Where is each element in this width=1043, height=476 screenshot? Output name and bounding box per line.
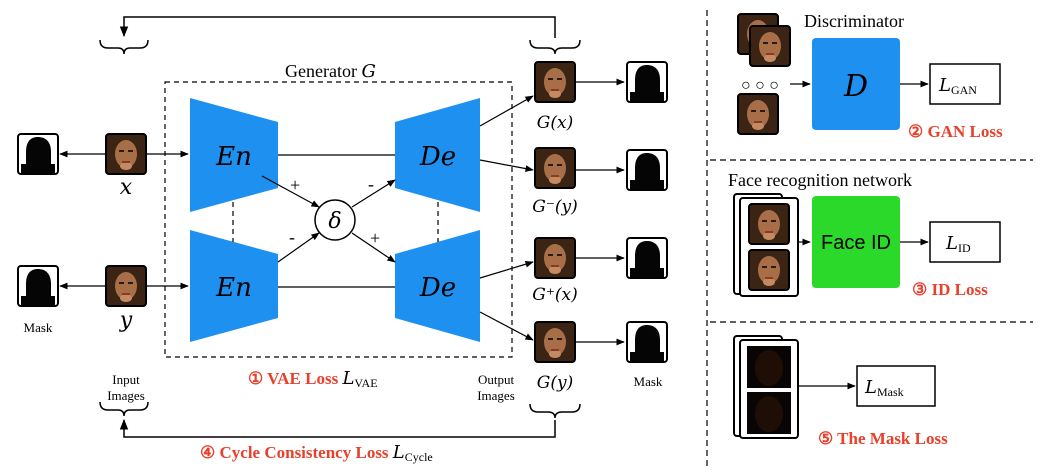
cycle-arrow [119, 418, 556, 438]
output-mask-gmy [626, 149, 668, 191]
delta-node: δ [314, 199, 356, 241]
output-image-gpx [534, 237, 576, 279]
decoder-output-arrows [479, 95, 534, 341]
discriminator-title: Discriminator [804, 11, 904, 31]
output-mask-gx [626, 61, 668, 103]
svg-text:En: En [215, 273, 252, 303]
input-mask-label: Mask [24, 320, 53, 335]
top-feedback-arrow [99, 16, 581, 55]
output-gy-label: G(y) [537, 373, 573, 393]
id-loss-box [929, 221, 1001, 263]
discriminator-box [812, 38, 900, 130]
disc-sample-2 [749, 25, 791, 67]
gan-loss-box [929, 63, 1001, 105]
input-mask-x [17, 133, 59, 175]
input-top-brace [99, 39, 149, 55]
output-mask-gy [626, 321, 668, 363]
output-image-gmy [534, 147, 576, 189]
plus-sign-bottom: + [370, 228, 380, 248]
output-image-gy [534, 321, 576, 363]
disc-sample-3 [737, 93, 779, 135]
output-gpx-label: G⁺(x) [532, 285, 577, 305]
svg-text:De: De [419, 142, 456, 172]
id-loss-label: ③ ID Loss [912, 280, 988, 299]
svg-text:En: En [215, 142, 252, 172]
generator-box [164, 81, 513, 358]
mask-sample-1-face [755, 350, 783, 386]
decoder-bottom: De [395, 230, 480, 342]
input-image-y [105, 265, 147, 307]
mask-loss-label: ⑤ The Mask Loss [818, 429, 948, 448]
input-images-label-line2: Images [107, 388, 145, 403]
svg-text:De: De [419, 273, 456, 303]
encoder-top: En [190, 98, 278, 212]
output-images-label-line1: Output [478, 372, 515, 387]
output-image-gx [534, 61, 576, 103]
id-sample-1 [748, 203, 790, 245]
input-bottom-brace [99, 401, 149, 417]
output-images-label-line2: Images [477, 388, 515, 403]
output-top-brace [529, 39, 581, 55]
input-image-x [105, 133, 147, 175]
vae-loss-label: ① VAE Loss LVAE [248, 368, 378, 390]
id-loss-box-label: LID [945, 233, 971, 255]
output-mask-arrows [576, 78, 625, 346]
minus-sign-top: - [368, 174, 374, 194]
disc-sample-dots: ○ ○ ○ [741, 77, 779, 94]
input-y-label: y [119, 308, 133, 333]
output-mask-gpx [626, 237, 668, 279]
id-sample-2 [748, 249, 790, 291]
output-mask-label: Mask [634, 374, 663, 389]
decoder-top: De [395, 98, 480, 212]
output-bottom-brace [529, 403, 581, 419]
face-recognition-title: Face recognition network [728, 170, 912, 190]
mask-loss-box-label: LMask [864, 377, 904, 399]
output-gmy-label: G⁻(y) [532, 197, 577, 217]
discriminator-box-label: D [843, 69, 868, 104]
svg-text:δ: δ [328, 209, 341, 234]
face-id-box [812, 196, 900, 288]
encoder-bottom: En [190, 230, 278, 342]
minus-sign-bottom: - [289, 227, 295, 247]
input-images-label-line1: Input [112, 372, 140, 387]
gan-loss-box-label: LGAN [938, 75, 977, 97]
plus-sign-top: + [290, 175, 300, 195]
generator-arrows [261, 154, 396, 288]
mask-loss-box [856, 365, 936, 407]
generator-title: Generator G [285, 61, 376, 82]
cycle-loss-label: ④ Cycle Consistency Loss LCycle [200, 442, 433, 464]
face-id-box-label: Face ID [821, 232, 891, 254]
mask-sample-2-face [755, 396, 783, 432]
gan-loss-label: ② GAN Loss [908, 122, 1003, 141]
input-mask-y [17, 265, 59, 307]
input-x-label: x [120, 175, 133, 200]
output-gx-label: G(x) [537, 113, 573, 133]
